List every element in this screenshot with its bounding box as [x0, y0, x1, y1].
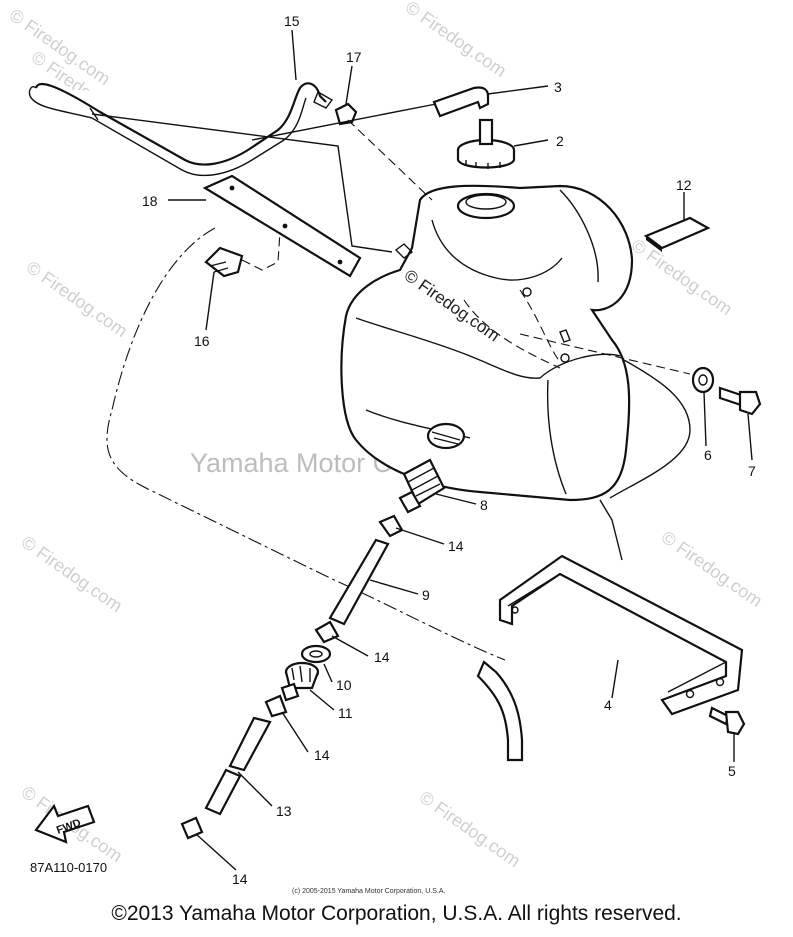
watermark-left-upper: © Firedog.com — [23, 257, 131, 341]
centerline-tank-bolt — [519, 333, 691, 375]
callout-2: 2 — [556, 133, 564, 149]
watermark-right-mid: © Firedog.com — [658, 527, 766, 611]
part-9-fuel-hose — [328, 538, 390, 626]
callout-5: 5 — [728, 763, 736, 779]
callout-18: 18 — [142, 193, 158, 209]
callout-11: 11 — [338, 705, 353, 721]
leader-breather-tank — [91, 113, 393, 253]
part-7-bolt — [718, 386, 762, 416]
part-6-washer — [691, 366, 715, 394]
part-3-hose — [432, 86, 490, 118]
fuel-tank: © Firedog.com — [340, 184, 634, 502]
part-14-clamp-a — [378, 514, 404, 538]
centerline-clamp-tank — [347, 119, 433, 201]
callout-12: 12 — [676, 177, 692, 193]
part-13-fuel-hose — [204, 716, 272, 816]
part-8-strainer — [398, 458, 446, 514]
part-5-bolt — [708, 706, 746, 736]
part-12-pad — [643, 216, 711, 252]
callout-14-a: 14 — [448, 538, 464, 554]
callout-10: 10 — [336, 677, 352, 693]
part-18-bracket — [202, 174, 362, 278]
part-17-clamp — [334, 102, 358, 126]
footer-copyright: ©2013 Yamaha Motor Corporation, U.S.A. A… — [111, 902, 682, 925]
part-16-clip — [204, 231, 281, 278]
callout-labels: 15 17 3 2 12 18 16 6 7 8 14 9 14 10 11 1… — [142, 13, 756, 887]
leader-lines — [168, 29, 753, 871]
part-2-fuel-cap — [456, 118, 516, 169]
watermark-right-upper: © Firedog.com — [628, 235, 736, 319]
callout-15: 15 — [284, 13, 300, 29]
callout-8: 8 — [480, 497, 488, 513]
callout-14-b: 14 — [374, 649, 390, 665]
watermark-bottom-right: © Firedog.com — [416, 787, 524, 871]
callout-6: 6 — [704, 447, 712, 463]
vent-hose-lower — [476, 660, 524, 762]
part-10-washer — [300, 644, 332, 664]
part-14-clamp-b — [314, 620, 340, 644]
part-11-filter — [280, 661, 320, 702]
callout-17: 17 — [346, 49, 362, 65]
callout-14-d: 14 — [232, 871, 248, 887]
watermark-left-lower: © Firedog.com — [18, 532, 126, 616]
callout-4: 4 — [604, 697, 612, 713]
callout-7: 7 — [748, 463, 756, 479]
callout-14-c: 14 — [314, 747, 330, 763]
watermark-top-right: © Firedog.com — [402, 0, 510, 81]
leader-breather-hose3 — [251, 103, 437, 141]
part-14-clamp-d — [180, 816, 204, 840]
part-15-breather-hose — [28, 82, 334, 177]
diagram-part-code: 87A110-0170 — [30, 860, 107, 875]
fwd-arrow-icon: FWD — [34, 803, 96, 844]
callout-9: 9 — [422, 587, 430, 603]
part-4-tray — [498, 554, 744, 716]
callout-3: 3 — [554, 79, 562, 95]
assembly-boundary-line — [106, 227, 506, 661]
part-14-clamp-c — [264, 694, 288, 718]
callout-16: 16 — [194, 333, 210, 349]
small-copyright-line: (c) 2005-2015 Yamaha Motor Corporation, … — [292, 888, 445, 895]
tank-right-hose — [609, 359, 691, 499]
callout-13: 13 — [276, 803, 292, 819]
